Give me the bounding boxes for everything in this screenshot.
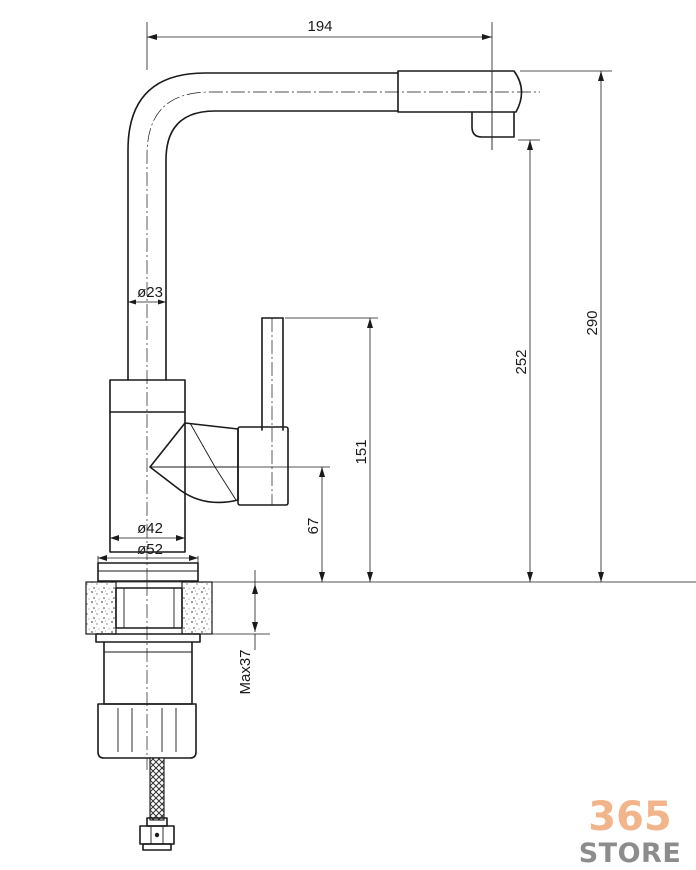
mounting-nut (95, 582, 201, 770)
dim-label-194: 194 (307, 18, 332, 35)
base-collar (97, 562, 199, 582)
spout-head (397, 70, 523, 150)
faucet-body (109, 317, 289, 553)
dim-label-67: 67 (305, 518, 322, 535)
logo-word: STORE (579, 838, 682, 869)
dim-label-151: 151 (353, 439, 370, 464)
dim-label-252: 252 (513, 349, 530, 374)
dimension-194: 194 (146, 18, 493, 70)
dimension-d42: ø42 (110, 520, 185, 541)
supply-hose (139, 757, 175, 851)
countertop-section (85, 581, 270, 635)
dim-label-290: 290 (584, 310, 601, 335)
dimension-252: 252 (513, 139, 540, 582)
dimension-290: 290 (520, 70, 612, 582)
logo-number: 365 (588, 794, 672, 840)
store-logo: 365 STORE (579, 794, 682, 869)
dim-label-d23: ø23 (137, 284, 163, 301)
dimension-151: 151 (285, 317, 378, 582)
dim-label-d42: ø42 (137, 520, 163, 537)
spout (127, 72, 540, 582)
dim-label-max37: Max37 (237, 649, 254, 694)
dimension-d23: ø23 (128, 284, 166, 305)
dim-label-d52: ø52 (137, 541, 163, 558)
dimension-67: 67 (150, 466, 330, 582)
dimension-max37: Max37 (237, 570, 258, 695)
dimension-d52: ø52 (97, 541, 199, 563)
